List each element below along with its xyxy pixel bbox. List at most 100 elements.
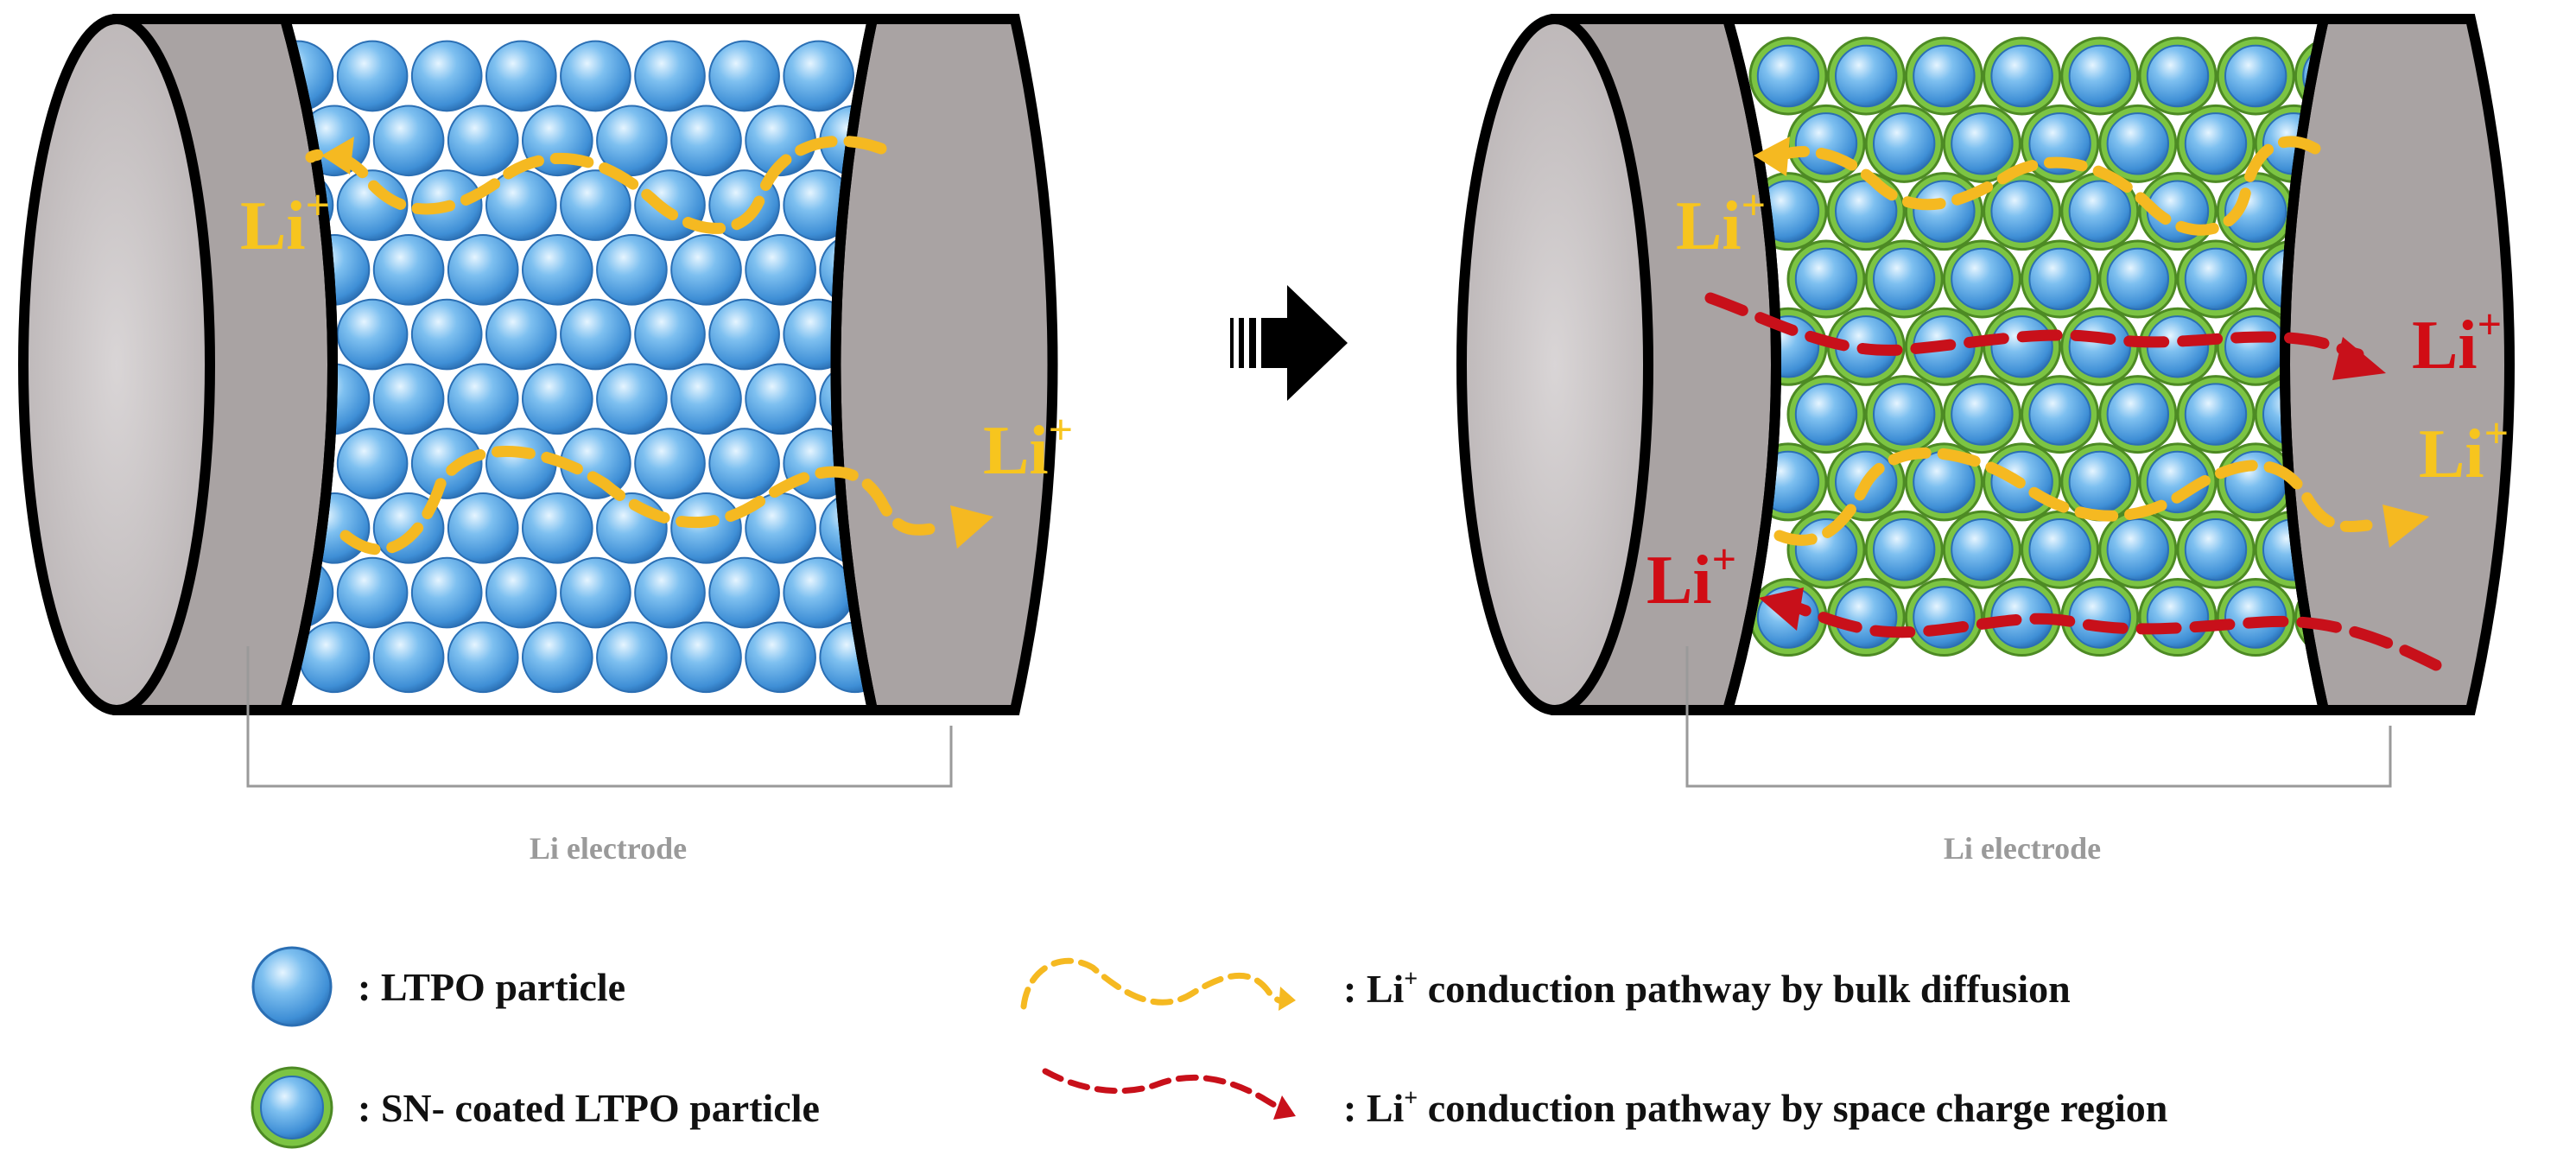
left-cell-right-electrode — [830, 13, 1058, 715]
ltpo-particle — [596, 621, 668, 694]
bulk-pathway-swatch — [1020, 957, 1291, 1010]
sn-coated-ltpo-particle — [1904, 36, 1983, 116]
ltpo-particle — [708, 40, 780, 112]
legend-sn-label: : SN- coated LTPO particle — [358, 1086, 820, 1130]
sn-coated-ltpo-particle — [1864, 375, 1944, 454]
ltpo-particle — [372, 621, 445, 694]
sn-coated-ltpo-particle — [1942, 104, 2021, 183]
sn-coated-ltpo-particle — [1942, 239, 2021, 319]
right-electrode-label: Li electrode — [1944, 831, 2101, 866]
left-electrode-bracket — [246, 646, 953, 788]
sn-coated-ltpo-particle — [1826, 172, 1906, 251]
ltpo-particle — [372, 105, 445, 177]
right-electrode-bracket — [1685, 646, 2392, 788]
sn-coated-ltpo-particle — [2021, 375, 2100, 454]
right-cell: Li+ Li+ Li+ Li+ Li electrode — [1456, 14, 2515, 866]
ltpo-particle — [560, 169, 631, 241]
ltpo-particle — [447, 105, 519, 177]
right-bulk-arrowhead-bottom — [2382, 505, 2429, 548]
right-bulk-ion-label-bottom: Li+ — [2419, 409, 2509, 492]
ltpo-particle — [596, 363, 668, 435]
sn-coated-ltpo-particle — [2060, 442, 2140, 522]
sn-coated-ltpo-particle — [1786, 510, 1866, 589]
ltpo-particle — [708, 428, 780, 499]
sn-coated-ltpo-particle — [2216, 307, 2295, 386]
right-bulk-arrowhead-top — [1754, 136, 1790, 176]
left-ion-label-bottom: Li+ — [983, 405, 1073, 489]
ltpo-particle — [745, 233, 816, 306]
sn-coated-ltpo-particle — [2021, 239, 2100, 319]
legend-bulk-pathway: : Li+ conduction pathway by bulk diffusi… — [1020, 957, 2071, 1011]
ltpo-particle — [560, 298, 631, 371]
right-bulk-ion-label-top: Li+ — [1676, 181, 1766, 264]
sn-coated-ltpo-particle — [1786, 239, 1866, 319]
sn-coated-ltpo-particle — [2176, 239, 2256, 319]
ltpo-particle — [336, 169, 409, 241]
left-electrode-label: Li electrode — [530, 831, 687, 866]
sn-coated-ltpo-particle — [2098, 375, 2178, 454]
ltpo-particle — [485, 556, 557, 629]
ltpo-particle — [447, 233, 519, 306]
left-ion-label-top: Li+ — [240, 181, 330, 264]
ltpo-particle — [670, 233, 742, 306]
ltpo-particle — [298, 621, 371, 694]
legend: : LTPO particle : SN- coated LTPO partic… — [251, 946, 2167, 1149]
ltpo-particle — [634, 298, 706, 371]
ltpo-particle — [745, 363, 816, 435]
ltpo-particle — [560, 40, 631, 112]
right-space-charge-arrowhead-bottom — [1759, 587, 1804, 631]
ltpo-particle — [336, 556, 409, 629]
ltpo-particle — [745, 621, 816, 694]
sn-coated-ltpo-particle — [2098, 510, 2178, 589]
ltpo-particle — [372, 363, 445, 435]
left-electrode-face — [18, 14, 215, 715]
right-space-charge-path-top — [1704, 292, 2364, 360]
ltpo-particle — [634, 40, 706, 112]
left-bulk-arrowhead-top — [321, 136, 354, 175]
sn-coated-ltpo-particle — [1864, 104, 1944, 183]
ltpo-particle — [521, 233, 593, 306]
ltpo-particle — [670, 492, 742, 564]
sn-coated-ltpo-particle — [1983, 172, 2062, 251]
sn-coated-ltpo-particle — [2138, 307, 2218, 386]
left-cell-left-electrode — [18, 14, 338, 715]
ltpo-particle — [521, 621, 593, 694]
sn-coated-ltpo-particle — [1826, 36, 1906, 116]
ltpo-particle — [485, 428, 557, 499]
ltpo-particle — [708, 556, 780, 629]
ltpo-particle — [560, 556, 631, 629]
sn-coated-ltpo-particle — [2060, 307, 2140, 386]
ltpo-particle-icon — [251, 946, 333, 1027]
ltpo-particle — [596, 233, 668, 306]
ltpo-particle — [634, 556, 706, 629]
right-space-charge-ion-label-right: Li+ — [2412, 300, 2502, 384]
sn-coated-ltpo-particle — [1983, 578, 2062, 657]
ltpo-particle — [670, 621, 742, 694]
ltpo-particle — [485, 298, 557, 371]
sn-coated-ltpo-particle — [1983, 36, 2062, 116]
sn-coated-ltpo-particle — [2098, 239, 2178, 319]
left-cell: Li+ Li+ Li electrode — [18, 13, 1073, 866]
ltpo-particle — [485, 40, 557, 112]
right-space-charge-path-bottom — [1782, 599, 2442, 671]
sn-coated-ltpo-particle — [2176, 375, 2256, 454]
sn-coated-ltpo-particle — [1786, 375, 1866, 454]
sn-coated-ltpo-particle — [1904, 578, 1983, 657]
ltpo-particle — [410, 428, 483, 499]
sn-coated-ltpo-particle — [2216, 442, 2295, 522]
ltpo-particle — [447, 492, 519, 564]
right-bulk-path-top — [1773, 136, 2321, 236]
sn-coated-ltpo-particle — [1904, 442, 1983, 522]
legend-ltpo-particle: : LTPO particle — [251, 946, 625, 1027]
ltpo-particle — [336, 428, 409, 499]
legend-sn-coated-particle: : SN- coated LTPO particle — [251, 1066, 820, 1149]
sn-coated-ltpo-particle — [2216, 36, 2295, 116]
left-bulk-path-top — [305, 135, 887, 234]
sn-coated-ltpo-particle — [1904, 172, 1983, 251]
ltpo-particle — [670, 105, 742, 177]
ltpo-particle — [670, 363, 742, 435]
legend-bulk-label: : Li+ conduction pathway by bulk diffusi… — [1343, 966, 2071, 1011]
right-bulk-path-bottom — [1773, 447, 2373, 546]
sn-coated-ltpo-particle — [2176, 104, 2256, 183]
